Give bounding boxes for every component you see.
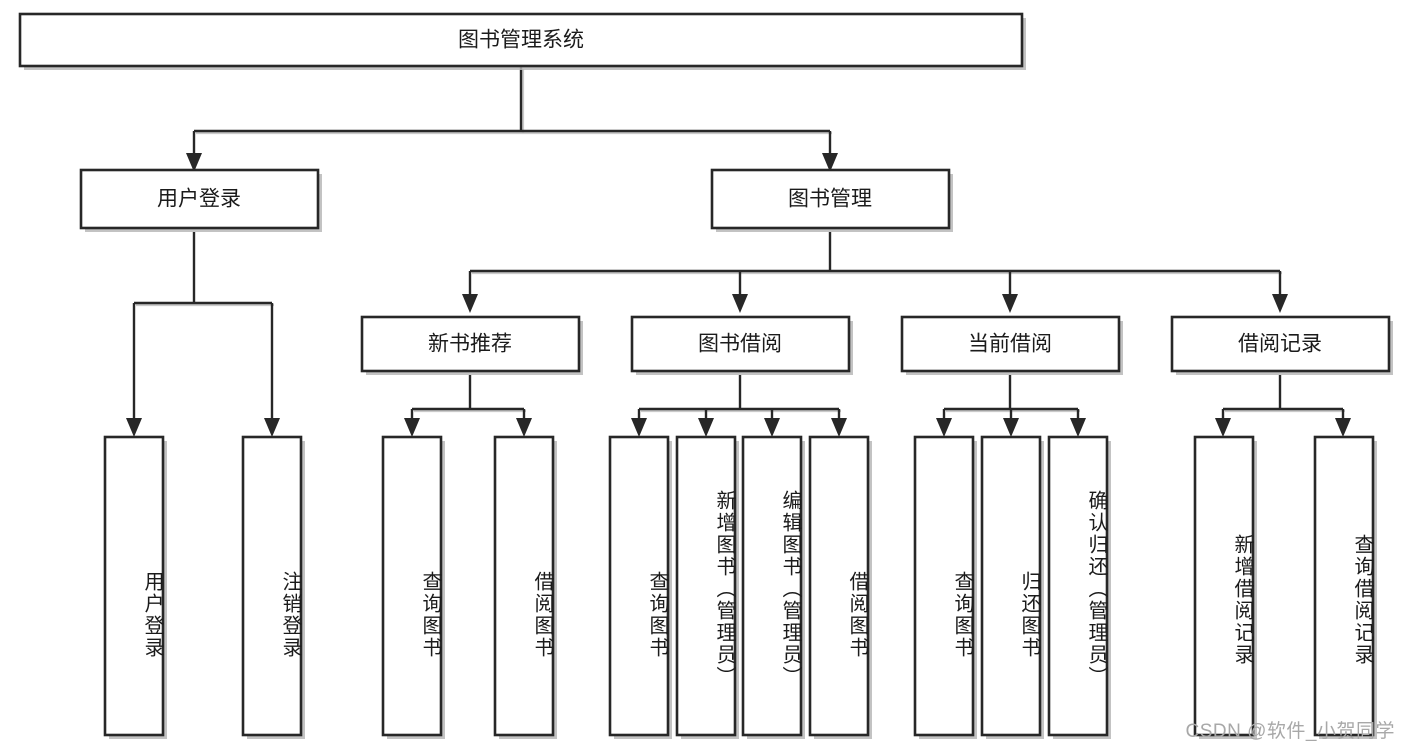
arrow-head <box>1002 294 1018 313</box>
node-rect[interactable] <box>900 315 1121 373</box>
node-rect[interactable] <box>493 435 555 737</box>
node-book-manage[interactable]: 图书管理 <box>710 168 953 232</box>
arrow-head <box>698 418 714 437</box>
node-rect[interactable] <box>1047 435 1109 737</box>
node-leaf-add-record[interactable] <box>1193 435 1257 739</box>
arrow-head <box>516 418 532 437</box>
node-leaf-query-book-1[interactable] <box>381 435 445 739</box>
arrow-head <box>831 418 847 437</box>
node-leaf-confirm-return[interactable] <box>1047 435 1111 739</box>
arrow-head <box>1003 418 1019 437</box>
node-rect[interactable] <box>241 435 303 737</box>
arrow-head <box>764 418 780 437</box>
arrow-head <box>1272 294 1288 313</box>
node-label-book-manage: 图书管理 <box>788 188 872 211</box>
arrow-head <box>1215 418 1231 437</box>
node-borrow-record[interactable]: 借阅记录 <box>1170 315 1393 375</box>
node-user-login[interactable]: 用户登录 <box>79 168 322 232</box>
node-root[interactable]: 图书管理系统 <box>18 12 1026 70</box>
arrow-head <box>186 153 202 172</box>
arrow-head <box>631 418 647 437</box>
node-leaf-borrow-book-2[interactable] <box>808 435 872 739</box>
node-leaf-borrow-book-1[interactable] <box>493 435 557 739</box>
node-leaf-query-book-2[interactable] <box>608 435 672 739</box>
node-rect[interactable] <box>1313 435 1375 737</box>
node-leaf-user-login[interactable] <box>103 435 167 739</box>
node-label-new-book-recommend: 新书推荐 <box>428 333 512 356</box>
node-rect[interactable] <box>1170 315 1391 373</box>
node-leaf-add-book[interactable] <box>675 435 739 739</box>
node-rect[interactable] <box>913 435 975 737</box>
node-label-book-borrow: 图书借阅 <box>698 333 782 356</box>
arrow-head <box>1070 418 1086 437</box>
arrow-head <box>264 418 280 437</box>
node-rect[interactable] <box>630 315 851 373</box>
node-leaf-query-book-3[interactable] <box>913 435 977 739</box>
node-rect[interactable] <box>103 435 165 737</box>
arrow-head <box>404 418 420 437</box>
node-rect[interactable] <box>675 435 737 737</box>
arrow-head <box>732 294 748 313</box>
node-new-book-recommend[interactable]: 新书推荐 <box>360 315 583 375</box>
node-label-current-borrow: 当前借阅 <box>968 333 1052 356</box>
node-rect[interactable] <box>79 168 320 230</box>
arrow-head <box>1335 418 1351 437</box>
edge-group <box>126 66 1351 437</box>
csdn-watermark: CSDN @软件_小贺同学 <box>1185 721 1395 742</box>
node-leaf-query-record[interactable] <box>1313 435 1377 739</box>
node-book-borrow[interactable]: 图书借阅 <box>630 315 853 375</box>
node-leaf-user-logout[interactable] <box>241 435 305 739</box>
node-rect[interactable] <box>710 168 951 230</box>
arrow-head <box>462 294 478 313</box>
arrow-head <box>822 153 838 172</box>
arrow-head <box>936 418 952 437</box>
node-rect[interactable] <box>18 12 1024 68</box>
node-rect[interactable] <box>608 435 670 737</box>
node-rect[interactable] <box>1193 435 1255 737</box>
node-rect[interactable] <box>381 435 443 737</box>
node-label-user-login: 用户登录 <box>157 188 241 211</box>
node-label-borrow-record: 借阅记录 <box>1238 333 1322 356</box>
node-rect[interactable] <box>808 435 870 737</box>
node-rect[interactable] <box>980 435 1042 737</box>
arrow-head <box>126 418 142 437</box>
node-leaf-return-book[interactable] <box>980 435 1044 739</box>
node-current-borrow[interactable]: 当前借阅 <box>900 315 1123 375</box>
node-label-root: 图书管理系统 <box>458 29 584 52</box>
node-rect[interactable] <box>360 315 581 373</box>
node-leaf-edit-book[interactable] <box>741 435 805 739</box>
node-rect[interactable] <box>741 435 803 737</box>
